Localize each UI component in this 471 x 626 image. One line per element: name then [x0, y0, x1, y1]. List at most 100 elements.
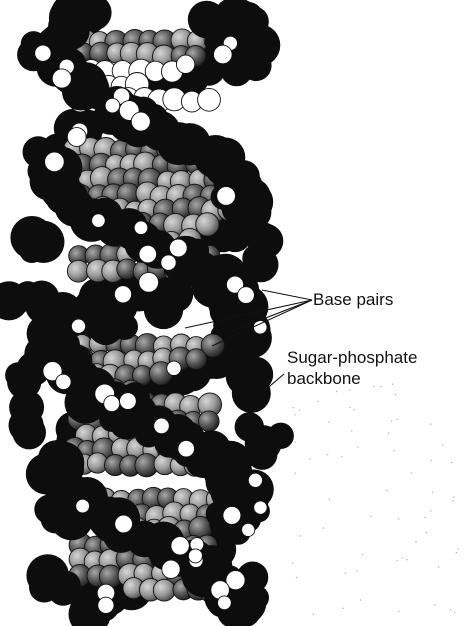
scan-speckle [296, 577, 297, 578]
backbone-atom [235, 412, 264, 441]
backbone-highlight-atom [214, 45, 233, 64]
backbone-highlight-atom [131, 112, 150, 131]
scan-speckle [386, 490, 387, 491]
backbone-highlight-atom [223, 506, 241, 524]
scan-speckle [415, 541, 416, 542]
scan-speckle [454, 612, 455, 613]
scan-speckle [345, 573, 346, 574]
scan-speckle [397, 419, 398, 420]
sugar-phosphate-label-line2: backbone [287, 369, 361, 388]
backbone-highlight-atom [248, 473, 262, 487]
backbone-atom [5, 362, 31, 388]
scan-speckle [411, 472, 412, 473]
backbone-highlight-atom [76, 499, 90, 513]
backbone-highlight-atom [35, 45, 51, 61]
backbone-highlight-atom [71, 319, 85, 333]
scan-speckle [396, 560, 397, 561]
scan-speckle [351, 430, 352, 431]
scan-speckle [323, 527, 324, 528]
scan-speckle [294, 414, 295, 415]
backbone-highlight-atom [254, 501, 267, 514]
base-pair-atom [153, 579, 175, 601]
backbone-highlight-atom [104, 396, 120, 412]
scan-speckle [349, 407, 350, 408]
scan-speckle [354, 409, 355, 410]
scan-speckle [336, 391, 337, 392]
backbone-highlight-atom [98, 597, 114, 613]
scan-speckle [362, 554, 363, 555]
scan-speckle [391, 420, 392, 421]
scan-speckle [328, 421, 329, 422]
base-pair-atom [67, 260, 89, 282]
scan-speckle [453, 497, 454, 498]
scan-speckle [394, 450, 395, 451]
backbone-highlight-atom [120, 393, 137, 410]
scan-speckle [442, 444, 443, 445]
backbone-atom [226, 355, 267, 396]
backbone-highlight-atom [154, 418, 170, 434]
scan-speckle [452, 500, 453, 501]
scan-speckle [329, 499, 330, 500]
scan-speckle [395, 394, 396, 395]
scan-speckle [398, 611, 399, 612]
backbone-highlight-atom [52, 69, 71, 88]
backbone-highlight-atom [162, 560, 180, 578]
backbone-highlight-atom [178, 440, 195, 457]
scan-speckle [434, 604, 435, 605]
scan-speckle [373, 386, 374, 387]
leader-line-base-1 [262, 290, 312, 300]
backbone-atom [34, 495, 63, 524]
backbone-atom [51, 12, 89, 50]
scan-speckle [313, 613, 314, 614]
backbone-atom [226, 226, 248, 248]
scan-speckle [300, 535, 301, 536]
sugar-phosphate-label-line1: Sugar-phosphate [287, 348, 417, 367]
base-pair-atom [198, 88, 221, 111]
backbone-highlight-atom [67, 128, 86, 147]
backbone-highlight-atom [171, 537, 189, 555]
backbone-atom [25, 288, 61, 324]
backbone-highlight-atom [56, 374, 71, 389]
backbone-highlight-atom [167, 361, 181, 375]
scan-speckle [392, 384, 393, 385]
scan-speckle [406, 559, 407, 560]
scan-speckle [360, 599, 361, 600]
backbone-highlight-atom [115, 515, 133, 533]
scan-speckle [327, 454, 328, 455]
backbone-highlight-atom [242, 523, 255, 536]
scan-speckle [438, 567, 439, 568]
scan-speckle [294, 441, 295, 442]
scan-speckle [317, 401, 318, 402]
scan-speckle [292, 562, 293, 563]
base-pair-atom [186, 349, 207, 370]
scan-speckle [309, 458, 310, 459]
scan-speckle [450, 609, 451, 610]
backbone-highlight-atom [114, 286, 131, 303]
backbone-atom [154, 294, 179, 319]
scan-speckle [370, 516, 371, 517]
scan-speckle [398, 518, 399, 519]
backbone-highlight-atom [188, 549, 202, 563]
base-pairs-label: Base pairs [313, 290, 393, 309]
backbone-highlight-atom [161, 255, 176, 270]
backbone-atom [242, 244, 271, 273]
backbone-highlight-atom [176, 55, 194, 73]
scan-speckle [292, 407, 293, 408]
backbone-highlight-atom [217, 187, 236, 206]
backbone-highlight-atom [139, 272, 159, 292]
scan-speckle [458, 548, 459, 549]
scan-speckle [299, 410, 300, 411]
backbone-highlight-atom [169, 239, 187, 257]
scan-speckle [430, 510, 431, 511]
scan-speckle [357, 446, 358, 447]
backbone-atom [19, 237, 45, 263]
backbone-highlight-atom [139, 245, 157, 263]
backbone-highlight-atom [92, 214, 106, 228]
scan-speckle [431, 460, 432, 461]
scan-speckle [424, 517, 425, 518]
backbone-atom [247, 440, 277, 470]
scan-speckle [341, 456, 342, 457]
scan-speckle [426, 532, 427, 533]
scan-speckle [388, 432, 389, 433]
